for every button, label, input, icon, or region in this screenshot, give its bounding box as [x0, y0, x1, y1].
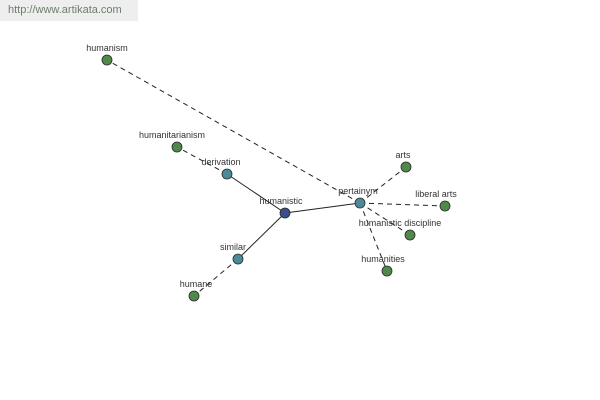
- label-humanitarianism: humanitarianism: [139, 130, 205, 140]
- node-humanities[interactable]: [381, 265, 393, 277]
- label-derivation: derivation: [201, 157, 240, 167]
- graph-labels: humanistic derivation similar pertainym huma…: [86, 43, 457, 289]
- node-humane[interactable]: [188, 290, 200, 302]
- site-watermark: http://www.artikata.com: [0, 0, 138, 21]
- label-similar: similar: [220, 242, 246, 252]
- edge-humanistic-derivation: [226, 173, 286, 214]
- node-derivation[interactable]: [221, 168, 233, 180]
- label-humanistic: humanistic: [259, 196, 303, 206]
- label-arts: arts: [395, 150, 411, 160]
- label-liberal_arts: liberal arts: [415, 189, 457, 199]
- edge-pertainyms-arts: [359, 166, 407, 204]
- graph-edges: [106, 59, 446, 297]
- edge-pertainyms-humanism: [106, 59, 361, 204]
- node-humanitarianism[interactable]: [171, 141, 183, 153]
- label-humanities: humanities: [361, 254, 405, 264]
- node-humanistic[interactable]: [279, 207, 291, 219]
- node-humanistic_discipline[interactable]: [404, 229, 416, 241]
- label-humanism: humanism: [86, 43, 128, 53]
- label-humanistic_discipline: humanistic discipline: [359, 218, 442, 228]
- edge-humanistic-pertainyms: [284, 202, 361, 214]
- edge-pertainyms-humanistic_discipline: [359, 202, 411, 236]
- label-humane: humane: [180, 279, 213, 289]
- node-similar[interactable]: [232, 253, 244, 265]
- edge-pertainyms-humanities: [359, 202, 388, 272]
- edge-humanistic-similar: [237, 212, 286, 260]
- edge-similar-humane: [193, 258, 239, 297]
- node-humanism[interactable]: [101, 54, 113, 66]
- label-pertainyms: pertainym: [338, 186, 378, 196]
- node-pertainyms[interactable]: [354, 197, 366, 209]
- graph-nodes: [101, 54, 451, 302]
- edge-pertainyms-liberal_arts: [359, 202, 446, 207]
- edge-derivation-humanitarianism: [176, 146, 228, 175]
- node-liberal_arts[interactable]: [439, 200, 451, 212]
- node-arts[interactable]: [400, 161, 412, 173]
